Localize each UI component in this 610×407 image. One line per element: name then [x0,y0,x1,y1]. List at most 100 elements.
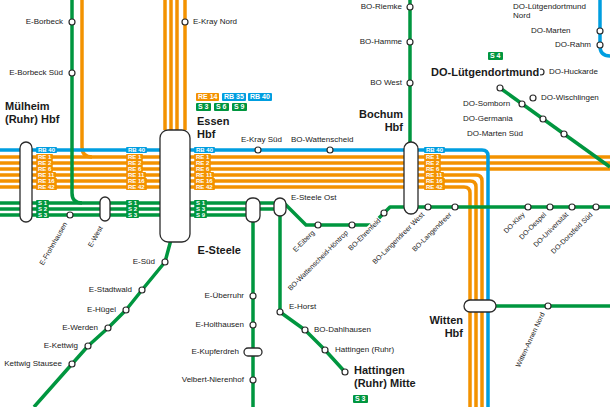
station-dot [322,347,328,353]
major-station-name: DO-Lütgendortmund [430,66,540,79]
station-name: DO-Somborn [462,99,511,108]
line-badge: S 3 [36,212,49,218]
station-dot [593,204,599,210]
line-badge: RB 35 [222,93,246,101]
station-bar [20,130,496,356]
station-name: BO West [369,78,403,87]
station-dot [597,42,603,48]
s-bahn-line [496,304,610,308]
station-dot [182,19,188,25]
station-name: E-Eiberg [290,228,316,254]
station-name: E-Steele Ost [290,193,337,202]
line-badge: RB 40 [248,93,272,101]
station-dot [530,95,536,101]
station-name: BO-Hamme [359,37,403,46]
station-dot [69,361,75,367]
station-dot [497,85,503,91]
line-badge: RB 40 [424,147,445,153]
regional-line [0,161,610,165]
regional-line [0,181,476,407]
station-dot [569,204,575,210]
station-bar [160,130,190,242]
station-name: DO-Wischlingen [540,93,600,102]
station-dot [315,222,321,228]
station-dot [407,80,413,86]
station-name: BO-Wattenscheid-Höntrop [286,228,351,293]
station-dot [519,101,525,107]
line-badge: S 3 [196,103,211,111]
line-badge: RE 42 [194,184,215,190]
regional-line [0,167,610,171]
line-badge: RE 14 [196,93,219,101]
station-dot [69,19,75,25]
station-bar [244,348,262,356]
station-dot [139,287,145,293]
station-dot [123,307,129,313]
line-badge: RE 42 [36,184,57,190]
station-name: BO-Ehrenfeld [346,216,383,253]
station-name: Velbert-Nierenhof [181,375,245,384]
line-badge: S 9 [194,212,207,218]
station-bar [100,197,110,221]
station-dot [277,309,283,315]
station-name: BO-Riemke [360,2,403,11]
station-dot [349,222,355,228]
regional-line [169,0,173,130]
station-dot [67,212,73,218]
major-station-name: Witten Hbf [412,314,464,339]
regional-line [0,187,470,407]
station-name: E-Stadtwald [88,285,133,294]
line-badge: S 3 [353,395,368,403]
station-dot [250,293,256,299]
station-name: E-Kettwig [43,341,79,350]
s-bahn-line [72,0,82,203]
major-station-name: Bochum Hbf [350,108,404,133]
station-name: Witten-Annen Nord [514,310,547,369]
station-dot [250,377,256,383]
station-name: E-Werden [61,323,99,332]
station-name: E-Kupferdreh [190,347,240,356]
station-name: Hattingen (Ruhr) [334,345,395,354]
station-dot [540,116,546,122]
regional-line [175,0,179,130]
station-dot [255,147,261,153]
major-station-name: Hattingen (Ruhr) Mitte [353,364,435,389]
line-badge: S 3 [126,212,139,218]
s-bahn-line [0,215,253,407]
station-bar [464,300,496,312]
s-bahn-line [34,236,172,407]
major-station-name: E-Steele [197,244,242,257]
station-dot [407,39,413,45]
station-name: BO-Wattenscheid [290,135,354,144]
station-dot [597,28,603,34]
regional-line [82,0,92,157]
station-dot [67,4,603,383]
station-name: E-Kray Nord [192,17,238,26]
station-dot [545,303,551,309]
s-bahn-line [408,0,412,142]
line-badge: RB 40 [36,147,57,153]
line-badge: RB 40 [126,147,147,153]
station-name: E-West [86,224,105,250]
station-name: DO-Lütgendortmund Nord [512,2,594,20]
line-badge: S 6 [214,103,229,111]
station-dot [69,70,75,76]
s-bahn-line [500,88,610,167]
station-bar [246,198,260,222]
regional-line [163,0,167,130]
station-name: E-Borbeck Süd [8,68,64,77]
station-name: DO-Marten [530,26,572,35]
station-name: E-Süd [132,257,156,266]
station-bar [274,198,286,216]
station-dot [452,204,458,210]
station-name: E-Hügel [86,305,117,314]
station-dot [162,259,168,265]
line-badge: S 9 [232,103,247,111]
station-name: E-Borbeck [25,17,64,26]
station-bar [404,142,418,214]
station-bar [20,142,32,222]
